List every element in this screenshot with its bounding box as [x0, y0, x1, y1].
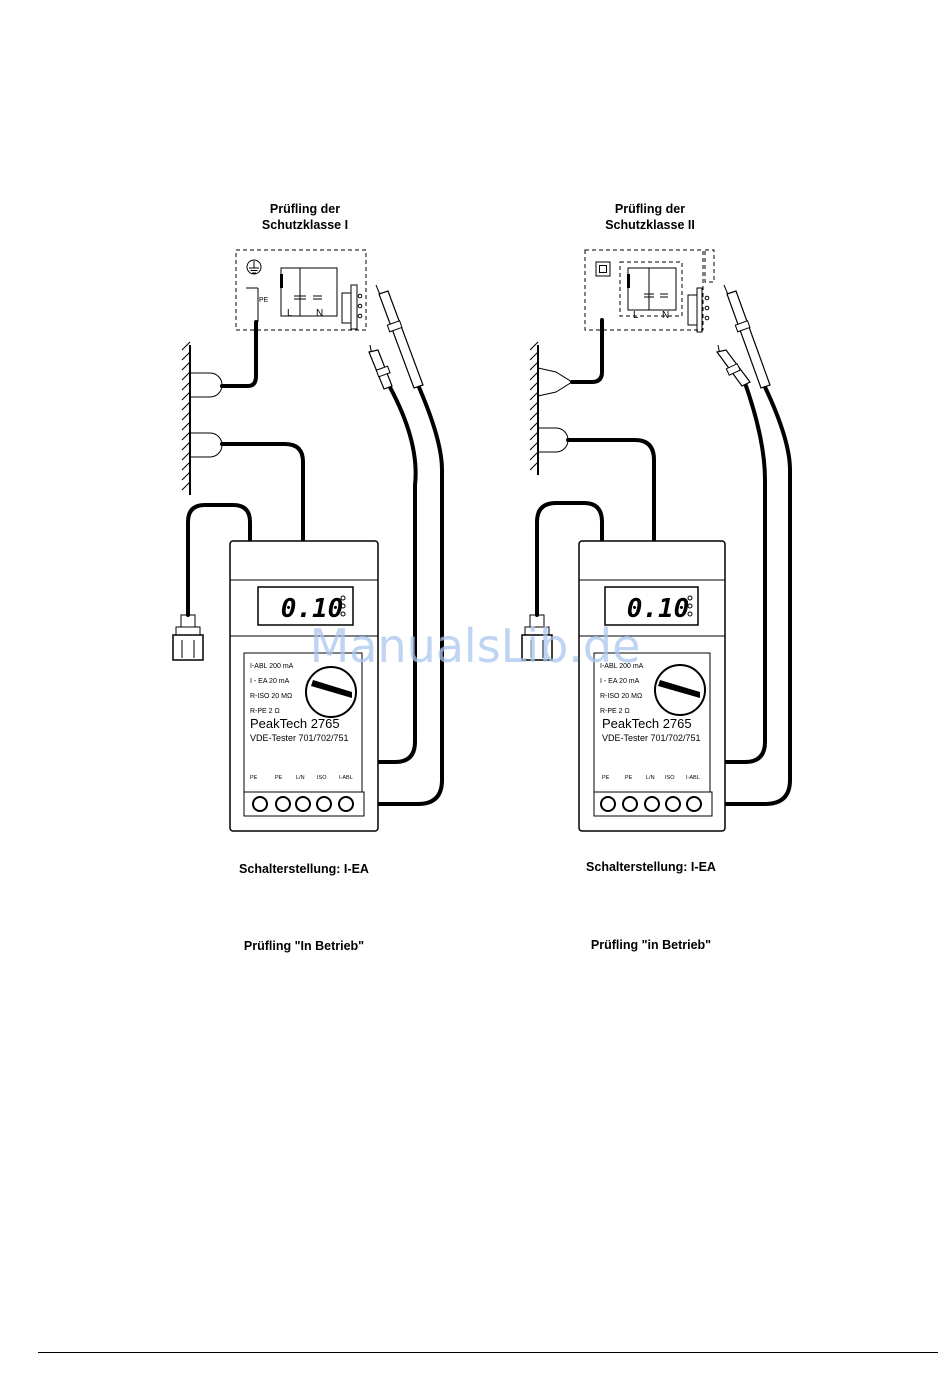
panel2-caption-mode: Prüfling "in Betrieb"	[591, 938, 711, 952]
panel1-jack-label-4: I-ABL	[339, 775, 353, 781]
panel2-model: VDE-Tester 701/702/751	[602, 733, 701, 743]
panel1-dial-label-0: I-ABL 200 mA	[250, 663, 294, 670]
panel2-probe-icon-b	[723, 284, 771, 389]
panel2-jack-label-0: PE	[602, 775, 610, 781]
panel2-label-n: N	[662, 310, 669, 321]
panel1-rotary-switch[interactable]	[305, 666, 357, 718]
panel1-dut-box	[235, 249, 367, 331]
panel1-dut-socket	[341, 284, 363, 330]
panel1-wall	[181, 341, 223, 495]
panel2-tester-device: 0.10 I-ABL 200 mA I - EA 20 mA R-ISO 20 …	[578, 540, 726, 832]
panel1-label-pe: PE	[259, 297, 269, 304]
panel-class-1: Prüfling der Schutzklasse I PE L N	[172, 202, 444, 953]
panel1-jack-label-1: PE	[275, 775, 283, 781]
panel2-mains-plug-icon	[521, 614, 553, 661]
panel2-jack-pe2[interactable]	[622, 796, 638, 812]
panel2-inner-circuit	[627, 267, 677, 311]
panel2-double-insulation-icon	[595, 261, 611, 277]
panel1-jack-label-0: PE	[250, 775, 258, 781]
panel2-plug-cable	[535, 501, 604, 617]
panel2-brand: PeakTech 2765	[602, 716, 692, 731]
panel1-caption-mode: Prüfling "In Betrieb"	[244, 939, 364, 953]
panel-class-2: Prüfling der Schutzklasse II L N	[521, 202, 792, 952]
panel1-caption-switch: Schalterstellung: I-EA	[239, 862, 369, 876]
panel1-jack-pe2[interactable]	[275, 796, 291, 812]
panel2-jack-pe1[interactable]	[600, 796, 616, 812]
panel1-jack-label-2: L/N	[296, 775, 305, 781]
panel2-dut-socket	[687, 287, 710, 333]
panel2-pe-cable	[570, 318, 604, 384]
watermark: ManualsLib.de	[310, 619, 641, 673]
panel1-jack-iso[interactable]	[316, 796, 332, 812]
panel1-tester-device: 0.10 I-ABL 200 mA I - EA 20 mA R-ISO 20 …	[229, 540, 379, 832]
panel2-wall	[529, 341, 573, 475]
panel2-lcd-display	[604, 586, 699, 626]
panel1-protective-earth-icon	[246, 259, 262, 275]
panel2-title-line2: Schutzklasse II	[605, 218, 695, 232]
panel1-inner-circuit	[246, 267, 338, 322]
panel1-mains-plug-icon	[172, 614, 204, 661]
panel2-label-l: L	[633, 310, 639, 321]
panel2-jack-label-2: L/N	[646, 775, 655, 781]
panel2-dut-box	[584, 249, 704, 331]
panel1-probe-cable-b	[344, 383, 444, 806]
panel1-dial-label-1: I - EA 20 mA	[250, 678, 290, 685]
panel1-model: VDE-Tester 701/702/751	[250, 733, 349, 743]
panel2-probe-icon-a	[715, 344, 751, 387]
panel2-lcd-value: 0.10	[627, 594, 690, 624]
panel2-jack-ln[interactable]	[644, 796, 660, 812]
panel1-jack-label-3: ISO	[317, 775, 327, 781]
panel1-lcd-display	[257, 586, 354, 626]
panel1-jack-pe1[interactable]	[252, 796, 268, 812]
panel1-pe-cable	[220, 320, 258, 388]
panel2-jack-iso[interactable]	[665, 796, 681, 812]
panel2-dial-label-2: R-ISO 20 MΩ	[600, 693, 642, 700]
panel1-brand: PeakTech 2765	[250, 716, 340, 731]
panel1-jack-ln[interactable]	[295, 796, 311, 812]
panel2-supply-cable	[566, 438, 656, 547]
panel1-label-n: N	[316, 308, 323, 319]
panel1-plug-cable	[186, 503, 252, 617]
panel2-dial-label-0: I-ABL 200 mA	[600, 663, 644, 670]
panel2-jack-label-3: ISO	[665, 775, 675, 781]
panel1-supply-cable	[220, 442, 305, 547]
panel2-title-line1: Prüfling der	[615, 202, 685, 216]
panel1-title-line1: Prüfling der	[270, 202, 340, 216]
panel2-jack-label-4: I-ABL	[686, 775, 700, 781]
panel1-probe-icon-a	[368, 344, 393, 390]
panel2-probe-cable-b	[691, 385, 792, 806]
footer-rule	[38, 1352, 938, 1353]
panel1-dial-label-2: R-ISO 20 MΩ	[250, 693, 292, 700]
panel1-lcd-value: 0.10	[281, 594, 344, 624]
panel1-jack-iabl[interactable]	[338, 796, 354, 812]
panel2-jack-iabl[interactable]	[686, 796, 702, 812]
panel2-caption-switch: Schalterstellung: I-EA	[586, 860, 716, 874]
panel2-dial-label-3: R-PE 2 Ω	[600, 708, 630, 715]
panel1-label-l: L	[287, 308, 293, 319]
panel2-jack-label-1: PE	[625, 775, 633, 781]
panel2-inner-dash-box	[619, 261, 683, 317]
panel2-dial-label-1: I - EA 20 mA	[600, 678, 640, 685]
panel1-probe-icon-b	[375, 284, 424, 389]
panel2-dut-box-tab	[704, 249, 715, 283]
panel1-dial-label-3: R-PE 2 Ω	[250, 708, 280, 715]
panel1-title-line2: Schutzklasse I	[262, 218, 348, 232]
